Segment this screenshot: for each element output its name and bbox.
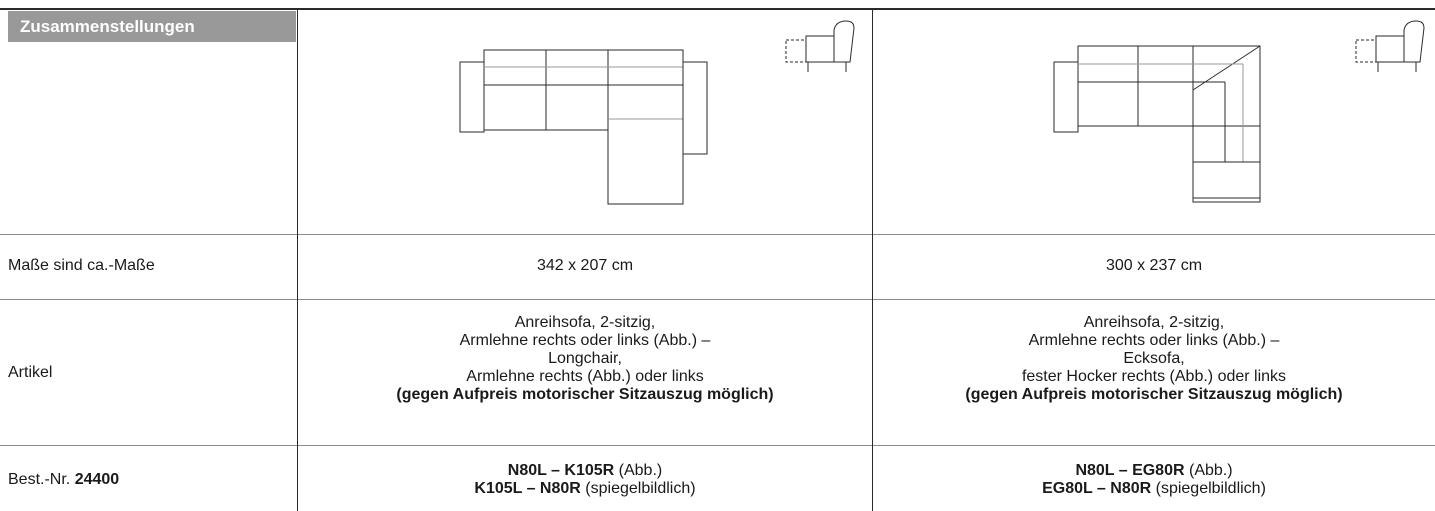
artikel-col2-line: Ecksofa, bbox=[1123, 350, 1185, 367]
sofa-corner-drawing bbox=[1053, 45, 1261, 203]
artikel-col1-line: Anreihsofa, 2-sitzig, bbox=[514, 314, 656, 331]
artikel-col2-line: Anreihsofa, 2-sitzig, bbox=[1083, 314, 1225, 331]
sofa-longchair-drawing bbox=[459, 49, 708, 205]
recliner-motor-icon bbox=[1355, 20, 1425, 72]
bestnr-col1: N80L – K105R (Abb.) K105L – N80R (spiege… bbox=[298, 462, 872, 498]
artikel-col2-surcharge: (gegen Aufpreis motorischer Sitzauszug m… bbox=[965, 386, 1343, 403]
artikel-col1-line: Armlehne rechts oder links (Abb.) – bbox=[459, 332, 711, 349]
artikel-col1-surcharge: (gegen Aufpreis motorischer Sitzauszug m… bbox=[396, 386, 774, 403]
table-header-title: Zusammenstellungen bbox=[20, 17, 195, 36]
bestnr-col1-line2: K105L – N80R (spiegelbildlich) bbox=[474, 480, 696, 497]
column-divider bbox=[297, 8, 298, 511]
artikel-col1: Anreihsofa, 2-sitzig, Armlehne rechts od… bbox=[298, 314, 872, 404]
bestnr-prefix: Best.-Nr. bbox=[8, 471, 71, 488]
masse-col1: 342 x 207 cm bbox=[536, 257, 634, 274]
artikel-col1-line: Armlehne rechts (Abb.) oder links bbox=[466, 368, 704, 385]
column-divider bbox=[872, 8, 873, 511]
artikel-col2-line: fester Hocker rechts (Abb.) oder links bbox=[1021, 368, 1287, 385]
recliner-motor-icon bbox=[785, 20, 855, 72]
row-label-bestnr: Best.-Nr. 24400 bbox=[8, 471, 119, 489]
bestnr-number: 24400 bbox=[74, 471, 120, 488]
bestnr-col2-line1: N80L – EG80R (Abb.) bbox=[1075, 462, 1233, 479]
row-divider bbox=[0, 234, 1435, 235]
masse-col2: 300 x 237 cm bbox=[1105, 257, 1203, 274]
artikel-col1-line: Longchair, bbox=[548, 350, 622, 367]
table-header: Zusammenstellungen bbox=[8, 11, 296, 42]
bestnr-col1-line1: N80L – K105R (Abb.) bbox=[507, 462, 663, 479]
artikel-col2: Anreihsofa, 2-sitzig, Armlehne rechts od… bbox=[873, 314, 1435, 404]
bestnr-col2-line2: EG80L – N80R (spiegelbildlich) bbox=[1042, 480, 1266, 497]
row-divider bbox=[0, 299, 1435, 300]
row-label-artikel: Artikel bbox=[8, 364, 53, 381]
bestnr-col2: N80L – EG80R (Abb.) EG80L – N80R (spiege… bbox=[873, 462, 1435, 498]
row-label-masse: Maße sind ca.-Maße bbox=[8, 257, 155, 274]
table-top-border bbox=[0, 8, 1435, 10]
artikel-col2-line: Armlehne rechts oder links (Abb.) – bbox=[1028, 332, 1280, 349]
row-divider bbox=[0, 445, 1435, 446]
